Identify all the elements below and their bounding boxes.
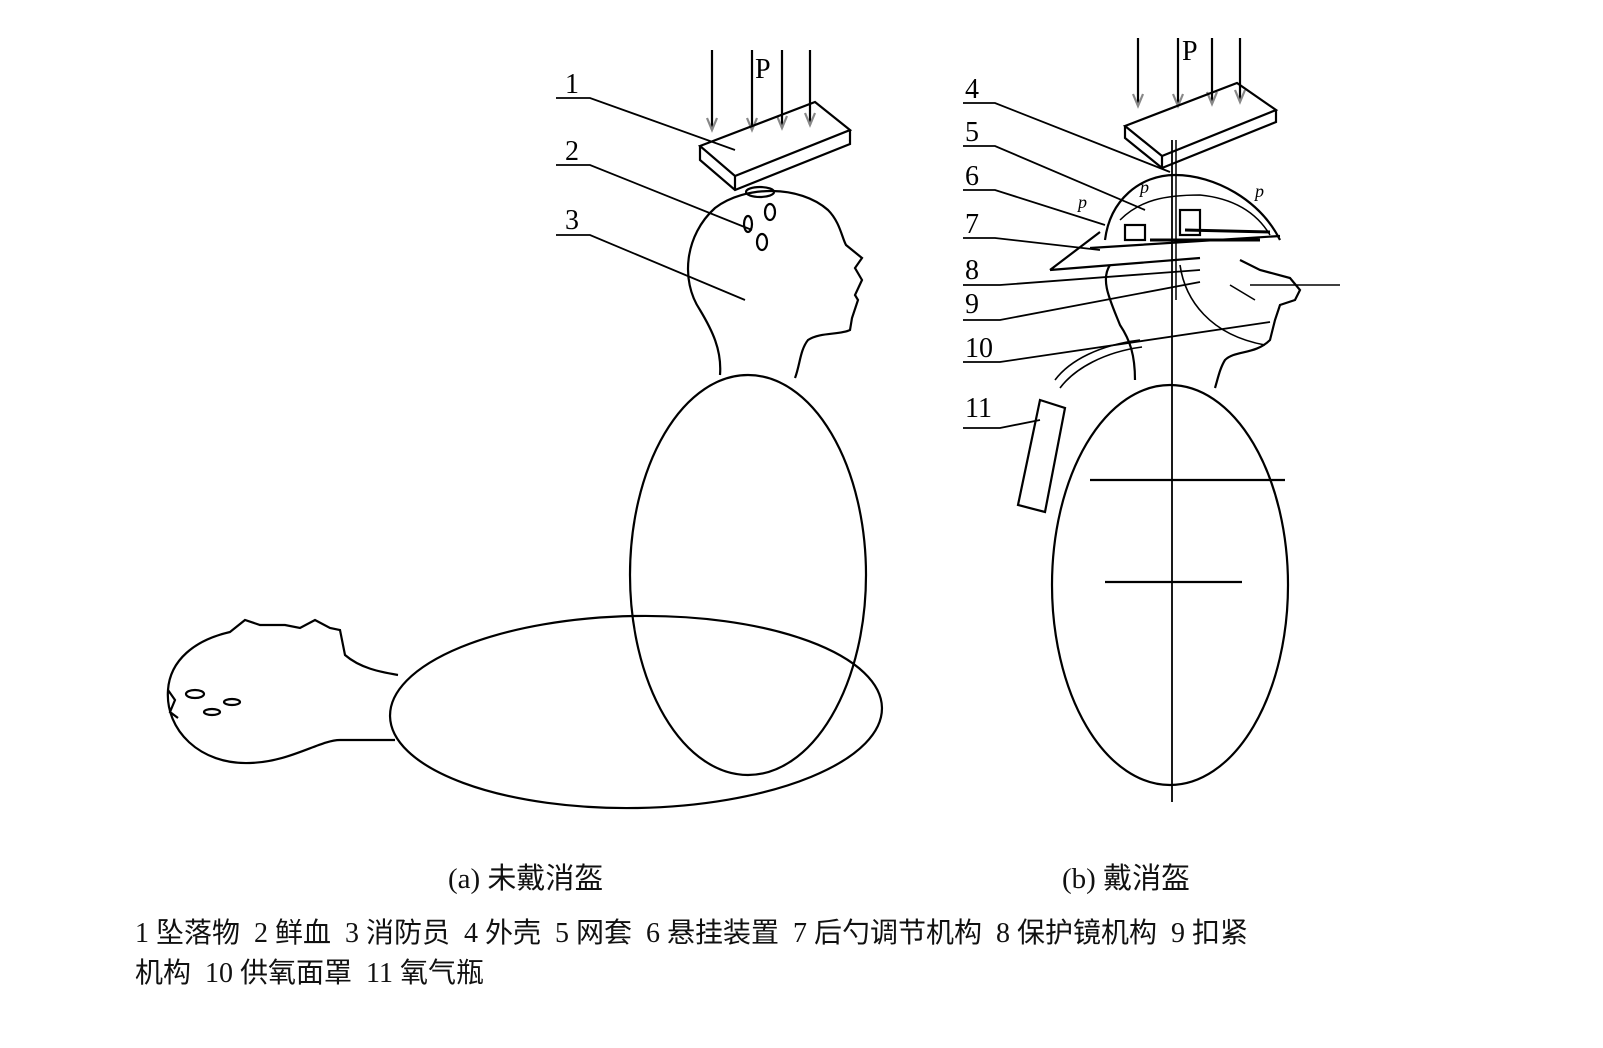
oxygen-cylinder-b <box>1016 398 1067 514</box>
oxygen-mask-b <box>1179 264 1340 346</box>
callout-4: 4 <box>965 74 979 105</box>
blood-drops-lying-a <box>167 688 242 719</box>
legend-line-1: 1 坠落物 2 鲜血 3 消防员 4 外壳 5 网套 6 悬挂装置 7 后勺调节… <box>135 918 1249 949</box>
callout-9: 9 <box>965 289 979 320</box>
firefighter-head-b <box>1104 259 1302 389</box>
firefighter-body-upright-a <box>628 373 868 777</box>
falling-object-b <box>1122 81 1279 170</box>
callout-5: 5 <box>965 117 979 148</box>
pressure-label: p <box>1253 181 1264 201</box>
callout-3: 3 <box>565 205 579 236</box>
panel-b-illustration: P p p p <box>963 36 1340 802</box>
callout-1: 1 <box>565 69 579 100</box>
firefighter-body-b <box>1050 383 1290 787</box>
firefighter-head-lying-a <box>166 618 399 765</box>
force-label-b: P <box>1182 36 1198 67</box>
figure-legend: 1 坠落物 2 鲜血 3 消防员 4 外壳 5 网套 6 悬挂装置 7 后勺调节… <box>135 914 1365 994</box>
blood-drops-a <box>742 185 777 252</box>
callout-2: 2 <box>565 136 579 167</box>
callout-7: 7 <box>965 209 979 240</box>
pressure-label: p <box>1138 177 1149 197</box>
force-arrows-a <box>705 50 817 133</box>
force-label-a: P <box>755 54 771 85</box>
callout-6: 6 <box>965 161 979 192</box>
callout-leaders-b <box>963 102 1271 429</box>
caption-panel-a: (a) 未戴消盔 <box>448 863 604 895</box>
caption-panel-b: (b) 戴消盔 <box>1062 863 1191 895</box>
pressure-labels-b: p p p <box>1076 177 1264 212</box>
pressure-label: p <box>1076 192 1087 212</box>
callout-leaders-a <box>556 97 753 301</box>
callout-8: 8 <box>965 255 979 286</box>
falling-object-a <box>697 100 853 192</box>
oxygen-hose-b <box>1054 339 1143 389</box>
callout-10: 10 <box>965 333 993 364</box>
firefighter-head-a <box>686 189 864 379</box>
callout-11: 11 <box>965 393 992 424</box>
legend-line-2: 机构 10 供氧面罩 11 氧气瓶 <box>135 958 484 989</box>
panel-a-illustration: P 1 2 3 <box>166 50 884 810</box>
force-arrows-b <box>1131 38 1247 109</box>
helmet-b <box>1049 173 1281 272</box>
firefighter-body-lying-a <box>388 614 884 810</box>
